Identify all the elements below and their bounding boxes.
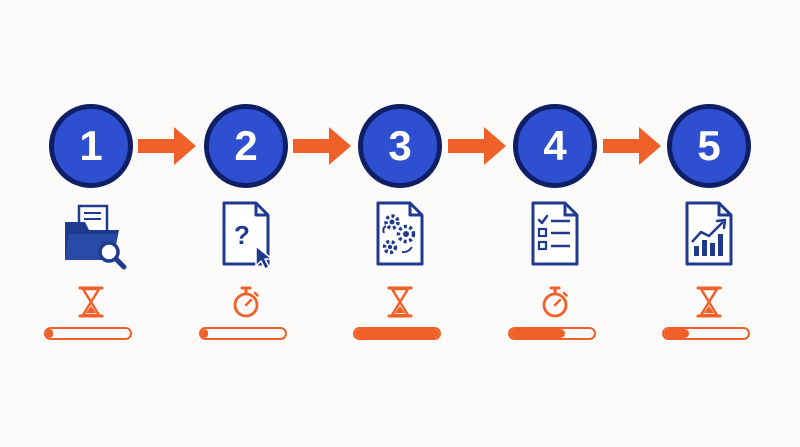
- arrow-right-icon: [603, 127, 661, 165]
- stopwatch-icon: [233, 286, 259, 318]
- hourglass-icon: [387, 286, 413, 318]
- progress-bar: [662, 327, 750, 340]
- progress-bar: [508, 327, 596, 340]
- progress-fill: [201, 329, 208, 338]
- step-1: 1: [41, 0, 141, 447]
- progress-fill: [355, 329, 439, 338]
- progress-bar: [353, 327, 441, 340]
- step-number: 1: [79, 122, 103, 169]
- hourglass-icon: [696, 286, 722, 318]
- arrow-right-icon: [293, 127, 351, 165]
- step-3: 3: [350, 0, 450, 447]
- folder-search-icon: [65, 204, 127, 270]
- document-checklist-icon: [531, 201, 579, 266]
- step-circle: 3: [358, 104, 442, 188]
- step-number: 3: [388, 122, 412, 169]
- stopwatch-icon: [542, 286, 568, 318]
- step-circle: 2: [204, 104, 288, 188]
- step-circle: 4: [513, 104, 597, 188]
- progress-fill: [510, 329, 565, 338]
- arrow-right-icon: [448, 127, 506, 165]
- progress-bar: [44, 327, 132, 340]
- hourglass-icon: [78, 286, 104, 318]
- progress-fill: [664, 329, 690, 338]
- step-number: 5: [697, 122, 721, 169]
- step-number: 2: [234, 122, 258, 169]
- step-number: 4: [543, 122, 567, 169]
- progress-bar: [199, 327, 287, 340]
- step-circle: 1: [49, 104, 133, 188]
- arrow-right-icon: [138, 127, 196, 165]
- document-chart-icon: [685, 201, 733, 266]
- document-question-icon: ?: [222, 201, 273, 270]
- progress-fill: [46, 329, 53, 338]
- step-5: 5: [659, 0, 759, 447]
- svg-text:?: ?: [234, 220, 250, 250]
- document-gears-icon: [376, 201, 424, 266]
- step-circle: 5: [667, 104, 751, 188]
- step-2: 2 ?: [196, 0, 296, 447]
- step-4: 4: [505, 0, 605, 447]
